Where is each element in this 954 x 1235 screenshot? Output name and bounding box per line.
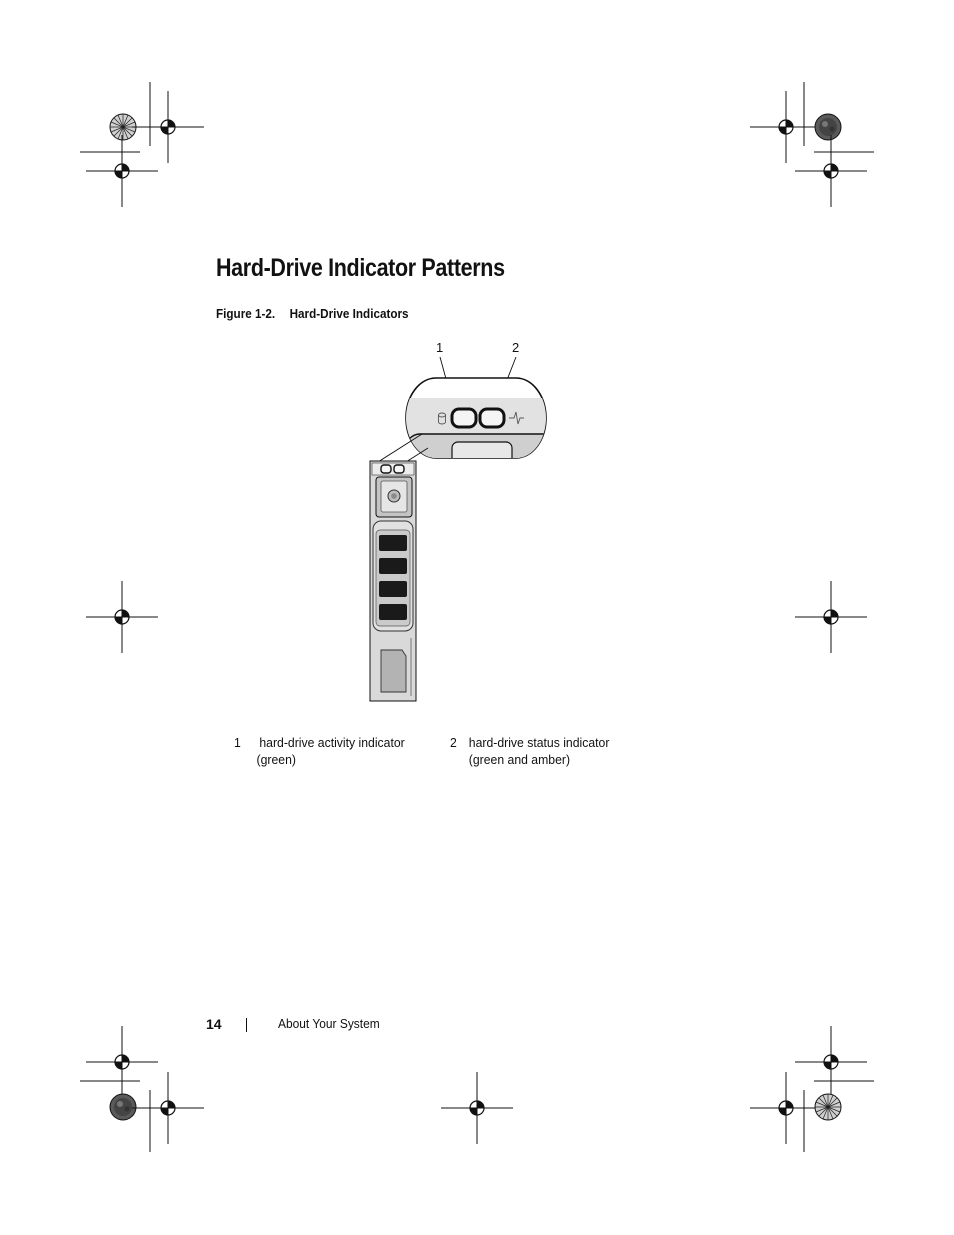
- activity-led: [380, 464, 392, 474]
- hard-drive-illustration: 1 2: [369, 340, 547, 702]
- activity-led-magnified: [450, 407, 478, 429]
- figure-number: Figure 1-2.: [216, 306, 276, 321]
- legend-item-1: 1 hard-drive activity indicator (green): [234, 734, 422, 770]
- legend-text-line1: hard-drive activity indicator: [259, 735, 405, 750]
- hard-drive-carrier: [369, 460, 417, 702]
- figure-caption: Figure 1-2. Hard-Drive Indicators: [216, 306, 409, 321]
- callout-2: 2: [512, 340, 519, 355]
- legend-text-line2: (green): [256, 752, 296, 767]
- vent-slot: [379, 581, 407, 597]
- footer-separator: [246, 1018, 247, 1032]
- vent-slot: [379, 604, 407, 620]
- legend-text-line2: (green and amber): [468, 752, 571, 767]
- legend-number: 2: [450, 735, 457, 750]
- page-heading: Hard-Drive Indicator Patterns: [216, 254, 505, 282]
- legend-text-line1: hard-drive status indicator: [468, 735, 610, 750]
- vent-slot: [379, 535, 407, 551]
- legend-number: 1: [234, 735, 241, 750]
- legend-item-2: 2 hard-drive status indicator (green and…: [450, 734, 638, 770]
- disk-icon: [438, 412, 446, 425]
- footer-section-title: About Your System: [278, 1016, 380, 1031]
- status-led-magnified: [478, 407, 506, 429]
- magnified-indicator-view: [405, 377, 547, 459]
- vent-slot: [379, 558, 407, 574]
- status-pulse-icon: [509, 411, 524, 425]
- page-number: 14: [206, 1016, 222, 1032]
- figure-title: Hard-Drive Indicators: [289, 306, 409, 321]
- status-led: [393, 464, 405, 474]
- callout-1: 1: [436, 340, 443, 355]
